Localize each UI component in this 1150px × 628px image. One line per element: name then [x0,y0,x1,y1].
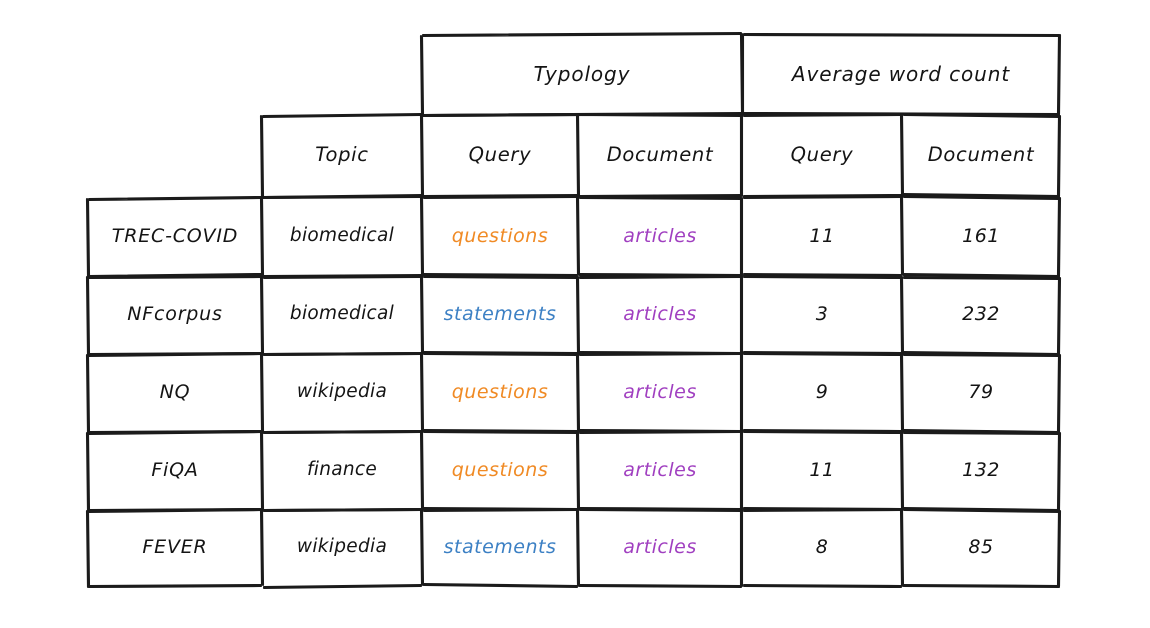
column-header-typology-query: Query [468,143,532,167]
table-cell-query-type: statements [443,535,557,558]
table-cell-query-type: questions [451,224,549,247]
column-header-wordcount-document: Document [927,143,1035,167]
table-cell-topic: wikipedia [296,535,388,557]
table-cell-query-type: questions [451,380,549,403]
group-header-average-word-count: Average word count [791,62,1011,86]
table-row: NFcorpus [127,302,223,325]
table-cell-query-type: questions [451,458,549,481]
table-cell-document-type: articles [623,224,697,247]
table-row: TREC-COVID [111,224,239,247]
table-cell-query-words: 9 [815,380,829,403]
table-cell-document-type: articles [623,302,697,325]
table-cell-query-words: 11 [809,458,835,481]
table-cell-document-type: articles [623,380,697,403]
grid-strokes [85,31,1062,590]
table-row: FEVER [142,535,208,558]
table-cell-document-words: 161 [962,224,1000,247]
table-cell-document-type: articles [623,458,697,481]
table-row: NQ [159,380,191,403]
table-cell-document-words: 85 [968,535,994,558]
column-header-wordcount-query: Query [790,143,854,167]
table-cell-document-words: 132 [962,458,1000,481]
table-cell-document-words: 232 [962,302,1000,325]
table-row: FiQA [151,458,199,481]
table-cell-query-words: 3 [815,302,829,325]
table-cell-document-words: 79 [968,380,994,403]
table-cell-document-type: articles [623,535,697,558]
column-header-typology-document: Document [606,143,714,167]
table-cell-query-type: statements [443,302,557,325]
table-cell-topic: biomedical [289,224,395,246]
table-cell-query-words: 8 [815,535,829,558]
table-cell-topic: finance [306,458,378,480]
table-cell-topic: wikipedia [296,380,388,402]
table-cell-query-words: 11 [809,224,835,247]
table-cell-topic: biomedical [289,302,395,324]
column-header-topic: Topic [315,143,369,167]
group-header-typology: Typology [533,62,631,86]
